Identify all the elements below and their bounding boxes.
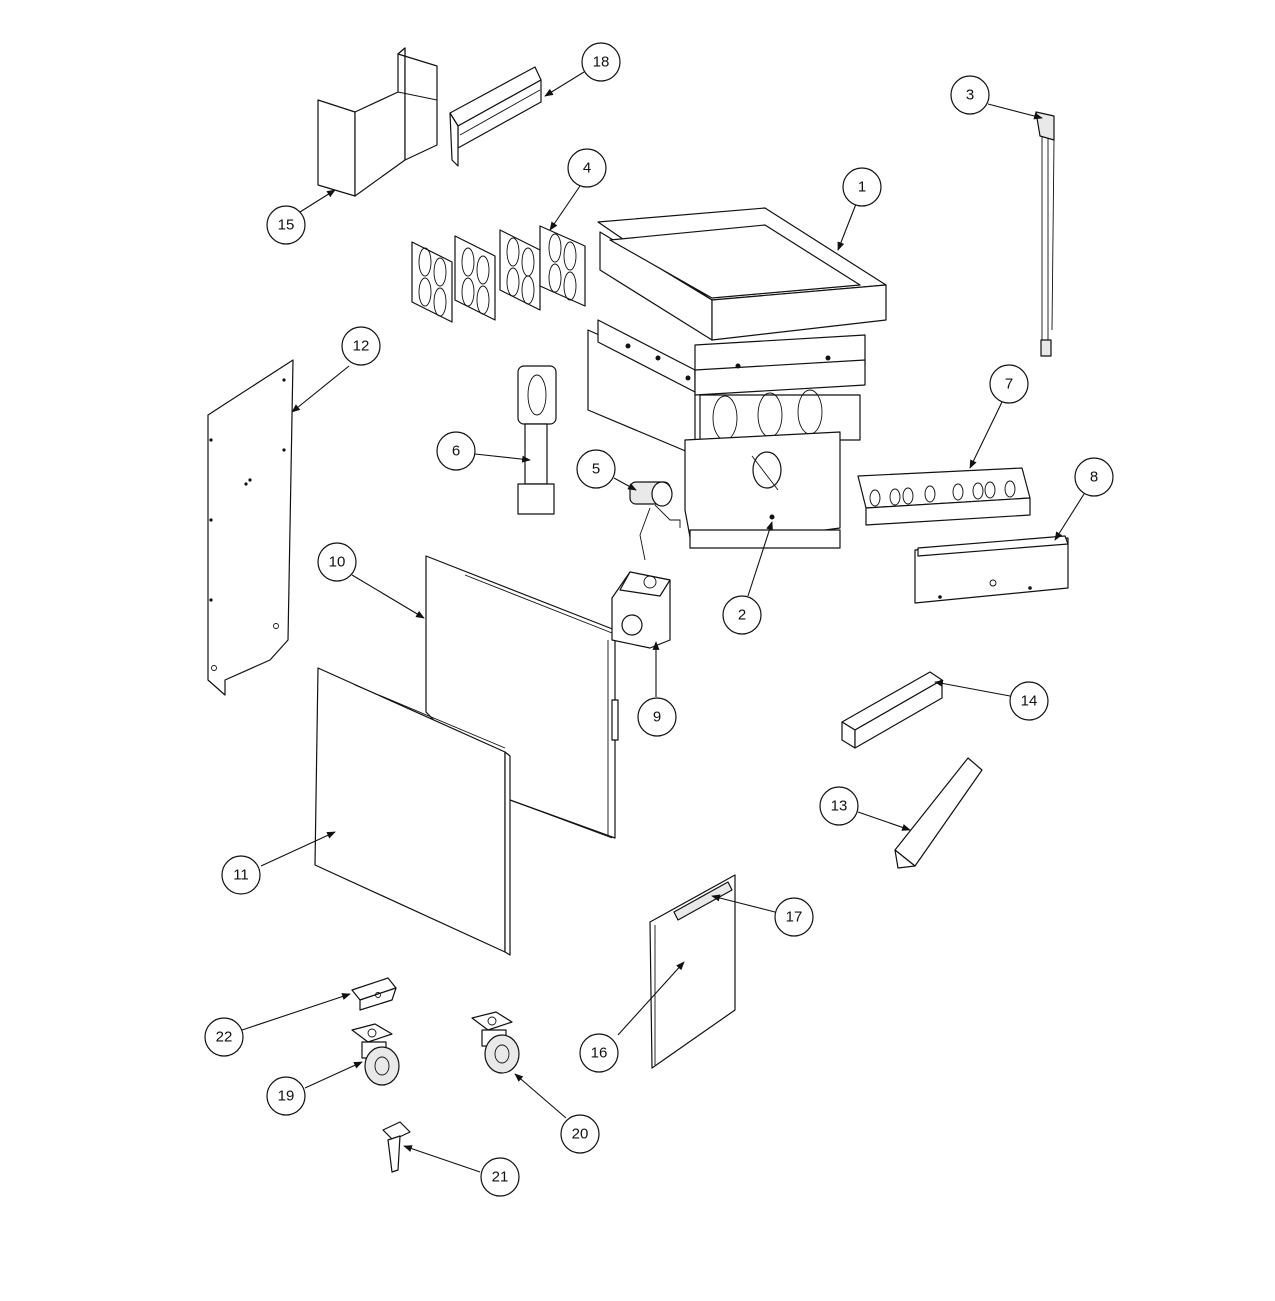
part-17-trim (673, 881, 733, 921)
callout-2: 2 (722, 595, 762, 635)
callout-6-label: 6 (452, 443, 460, 460)
callout-10-label: 10 (329, 554, 346, 571)
callout-13-label: 13 (831, 798, 848, 815)
callout-20: 20 (560, 1114, 600, 1154)
callout-8-label: 8 (1090, 469, 1098, 486)
callout-1: 1 (842, 167, 882, 207)
part-19-caster (351, 1023, 400, 1086)
part-13-angle-trim (894, 757, 983, 869)
callout-16: 16 (579, 1033, 619, 1073)
callout-3-label: 3 (966, 87, 974, 104)
callout-5: 5 (576, 449, 616, 489)
callout-2-label: 2 (738, 607, 746, 624)
part-14-trough (841, 671, 943, 749)
callout-18-label: 18 (593, 54, 610, 71)
callout-13: 13 (819, 786, 859, 826)
part-20-caster (471, 1011, 520, 1074)
part-18-channel (449, 66, 542, 167)
callout-9-label: 9 (653, 709, 661, 726)
part-11-door-front (314, 667, 511, 956)
callout-22: 22 (204, 1017, 244, 1057)
part-9-gas-valve (611, 571, 671, 649)
callout-18: 18 (581, 42, 621, 82)
part-8-front-panel (914, 535, 1069, 604)
callout-11-label: 11 (233, 867, 249, 884)
callout-12: 12 (341, 326, 381, 366)
part-5-valve (629, 481, 681, 561)
part-16-side-panel (649, 874, 736, 1069)
part-6-ignitor (517, 365, 557, 515)
callout-19-label: 19 (278, 1088, 295, 1105)
part-7-manifold (857, 467, 1031, 526)
callout-19: 19 (266, 1076, 306, 1116)
callout-5-label: 5 (592, 461, 600, 478)
leader-lines (241, 71, 1085, 1173)
callout-14: 14 (1009, 681, 1049, 721)
callout-10: 10 (317, 542, 357, 582)
callout-3: 3 (950, 75, 990, 115)
callout-16-label: 16 (591, 1045, 608, 1062)
callout-4-label: 4 (583, 160, 591, 177)
callout-15: 15 (266, 205, 306, 245)
callout-9: 9 (637, 697, 677, 737)
part-21-leg (382, 1121, 411, 1173)
callout-8: 8 (1074, 457, 1114, 497)
callout-22-label: 22 (216, 1029, 233, 1046)
part-3-probe (1035, 111, 1055, 357)
part-1-fry-pot (587, 207, 887, 549)
callout-15-label: 15 (278, 217, 295, 234)
part-12-side-panel (207, 359, 294, 696)
callout-14-label: 14 (1021, 693, 1038, 710)
callout-6: 6 (436, 431, 476, 471)
callout-1-label: 1 (858, 179, 866, 196)
callout-21-label: 21 (492, 1169, 509, 1186)
callout-12-label: 12 (353, 338, 370, 355)
part-15-shroud (317, 47, 438, 197)
callout-7: 7 (989, 364, 1029, 404)
callout-11: 11 (221, 855, 261, 895)
callout-4: 4 (567, 148, 607, 188)
callout-7-label: 7 (1005, 376, 1013, 393)
callout-21: 21 (480, 1157, 520, 1197)
part-10-door (425, 555, 619, 839)
part-4-burner-grids (411, 225, 586, 323)
callout-17-label: 17 (786, 909, 803, 926)
callout-17: 17 (774, 897, 814, 937)
callout-20-label: 20 (572, 1126, 589, 1143)
part-22-bracket (351, 977, 397, 1011)
